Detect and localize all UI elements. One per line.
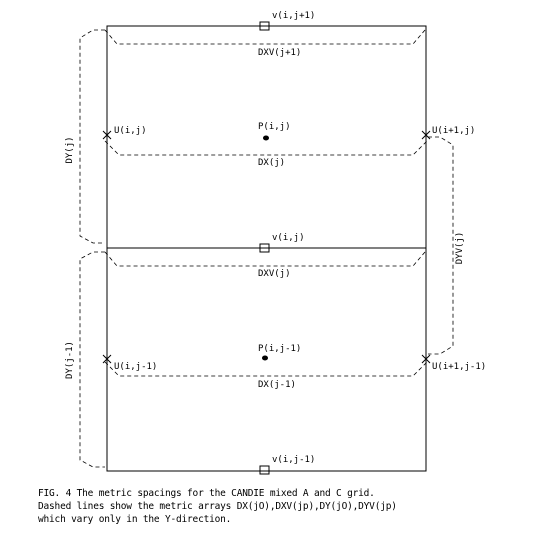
- dy-upper-dashed-bracket: [79, 29, 105, 244]
- v-mid-label: v(i,j): [272, 233, 305, 243]
- v-point-mid-marker: [259, 243, 270, 253]
- p-upper-dot: [263, 135, 269, 141]
- caption-line-1: FIG. 4 The metric spacings for the CANDI…: [38, 488, 375, 499]
- p-upper-label: P(i,j): [258, 122, 291, 132]
- dy-upper-label: DY(j): [65, 136, 75, 163]
- figure-caption: FIG. 4 The metric spacings for the CANDI…: [38, 487, 518, 526]
- v-top-label: v(i,j+1): [272, 11, 315, 21]
- u-right-lower-label: U(i+1,j-1): [432, 362, 486, 372]
- dxv-top-dashed-line: [104, 29, 426, 45]
- u-right-upper-marker: [421, 130, 431, 140]
- dx-lower-dashed-line: [104, 361, 428, 377]
- u-right-lower-marker: [421, 354, 431, 364]
- dxv-mid-label: DXV(j): [258, 269, 291, 279]
- dx-upper-label: DX(j): [258, 158, 285, 168]
- caption-line-2: Dashed lines show the metric arrays DX(j…: [38, 501, 397, 512]
- u-right-upper-label: U(i+1,j): [432, 126, 475, 136]
- v-bottom-label: v(i,j-1): [272, 455, 315, 465]
- u-left-lower-label: U(i,j-1): [114, 362, 157, 372]
- u-left-upper-label: U(i,j): [114, 126, 147, 136]
- u-left-upper-marker: [102, 130, 112, 140]
- u-left-lower-marker: [102, 354, 112, 364]
- dxv-top-label: DXV(j+1): [258, 48, 301, 58]
- p-lower-label: P(i,j-1): [258, 344, 301, 354]
- dy-lower-dashed-bracket: [79, 251, 105, 468]
- v-point-top-marker: [259, 21, 270, 31]
- dyv-dashed-bracket: [428, 136, 454, 355]
- dx-lower-label: DX(j-1): [258, 380, 296, 390]
- dyv-label: DYV(j): [455, 232, 465, 265]
- dy-lower-label: DY(j-1): [65, 341, 75, 379]
- caption-line-3: which vary only in the Y-direction.: [38, 514, 232, 525]
- dx-upper-dashed-line: [104, 140, 428, 156]
- p-lower-dot: [262, 355, 268, 361]
- dxv-mid-dashed-line: [104, 251, 426, 267]
- v-point-bottom-marker: [259, 465, 270, 475]
